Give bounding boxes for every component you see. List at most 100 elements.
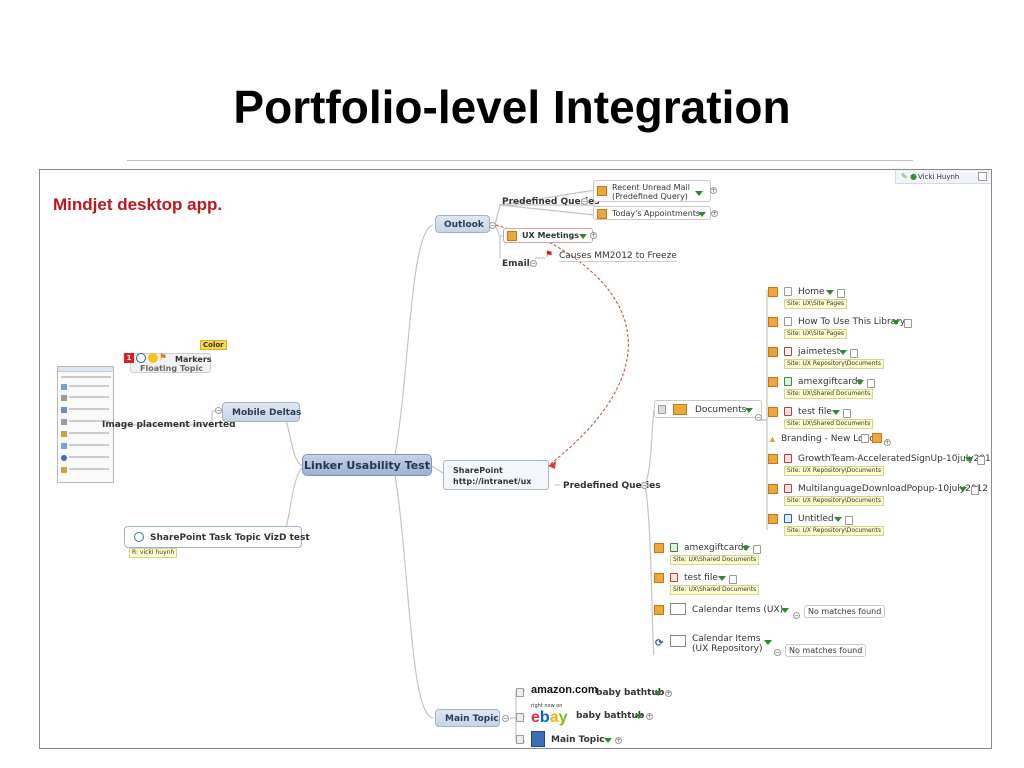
query-item-amex[interactable]: amexgiftcards Site: UX\Shared Documents — [654, 541, 784, 569]
dropdown-icon[interactable] — [604, 738, 612, 743]
ux-meetings-topic[interactable]: UX Meetings — [503, 228, 593, 243]
documents-topic[interactable]: Documents — [654, 400, 762, 418]
dropdown-icon[interactable] — [781, 608, 789, 613]
expand-button[interactable]: + — [615, 737, 622, 744]
dropdown-icon[interactable] — [698, 212, 706, 217]
outlook-predefined-queries[interactable]: Predefined Queries — [502, 197, 600, 207]
dropdown-icon[interactable] — [965, 457, 973, 462]
dropdown-icon[interactable] — [579, 234, 587, 239]
dropdown-icon[interactable] — [856, 380, 864, 385]
collapse-button[interactable]: − — [793, 612, 800, 619]
document-item[interactable]: ▲ Branding - New Logo + — [768, 432, 898, 448]
calendar-items-ux[interactable]: Calendar Items (UX) − No matches found — [654, 600, 886, 622]
main-topic-child[interactable]: Main Topic + — [516, 731, 636, 748]
query-item-testfile[interactable]: test file Site: UX\Shared Documents — [654, 571, 784, 599]
color-label: Color — [200, 340, 227, 350]
calendar-repo-line1: Calendar Items — [692, 634, 761, 644]
file-icon — [768, 454, 778, 464]
document-item[interactable]: Home Site: UX\Site Pages — [768, 285, 868, 313]
expand-button[interactable]: + — [646, 713, 653, 720]
line-predefined-today — [499, 204, 596, 216]
causes-freeze-topic[interactable]: Causes MM2012 to Freeze — [559, 251, 677, 262]
recent-unread-line2: (Predefined Query) — [612, 192, 688, 201]
progress-icon — [136, 353, 146, 363]
testfile-tag: Site: UX\Shared Documents — [670, 585, 760, 595]
todays-appointments-topic[interactable]: Today's Appointments — [593, 206, 711, 220]
calendar-items-repository[interactable]: ⟳ Calendar Items (UX Repository) − No ma… — [654, 632, 884, 658]
file-icon — [768, 407, 778, 417]
dropdown-icon[interactable] — [654, 691, 662, 696]
file-icon — [654, 543, 664, 553]
document-item[interactable]: How To Use This Library Site: UX\Site Pa… — [768, 315, 928, 343]
document-item[interactable]: MultilanguageDownloadPopup-10july2012 Si… — [768, 482, 988, 510]
dropdown-icon[interactable] — [742, 546, 750, 551]
ebay-logo: ebay — [531, 709, 568, 726]
floating-topic-label: Floating Topic — [140, 364, 203, 373]
attachment-icon — [729, 575, 737, 584]
collapse-button[interactable]: − — [774, 649, 781, 656]
dropdown-icon[interactable] — [834, 517, 842, 522]
document-item[interactable]: Untitled Site: UX Repository\Documents — [768, 512, 918, 540]
sp-predefined-collapse-button[interactable]: − — [641, 482, 648, 489]
document-item[interactable]: amexgiftcards Site: UX\Shared Documents — [768, 375, 888, 403]
dropdown-icon[interactable] — [959, 487, 967, 492]
document-item[interactable]: test file Site: UX\Shared Documents — [768, 405, 888, 433]
sharepoint-line1: SharePoint — [453, 466, 503, 475]
expand-button[interactable]: + — [711, 210, 718, 217]
document-tag: Site: UX\Site Pages — [784, 329, 848, 339]
task-pane-header — [58, 367, 113, 372]
dropdown-icon[interactable] — [764, 640, 772, 645]
mobile-collapse-button[interactable]: − — [215, 407, 222, 414]
document-label: amexgiftcards — [798, 377, 863, 387]
recent-unread-mail-topic[interactable]: Recent Unread Mail (Predefined Query) — [593, 180, 711, 202]
expand-button[interactable]: + — [710, 187, 717, 194]
collapse-icon[interactable] — [978, 172, 987, 181]
meeting-icon — [507, 231, 517, 241]
dropdown-icon[interactable] — [635, 714, 643, 719]
line-pq-documents — [644, 409, 655, 486]
attachment-icon — [977, 456, 985, 465]
mobile-deltas-topic[interactable]: Mobile Deltas — [222, 402, 301, 422]
sharepoint-topic[interactable]: SharePoint http://intranet/ux — [443, 460, 549, 490]
dropdown-icon[interactable] — [839, 350, 847, 355]
expand-button[interactable]: + — [884, 439, 891, 446]
sync-icon: ⟳ — [655, 638, 664, 649]
expand-button[interactable]: + — [590, 232, 597, 239]
mindmap-canvas[interactable]: Mindjet desktop app. — [39, 169, 992, 749]
document-item[interactable]: jaimetest Site: UX Repository\Documents — [768, 345, 888, 373]
dropdown-icon[interactable] — [892, 320, 900, 325]
main-topic[interactable]: Main Topic — [435, 709, 500, 727]
emails-collapse-button[interactable]: − — [530, 260, 537, 267]
markers-label: Markers — [175, 355, 212, 364]
image-placement-topic[interactable]: Image placement inverted — [102, 420, 236, 430]
main-topic-collapse-button[interactable]: − — [502, 715, 509, 722]
documents-collapse-button[interactable]: − — [755, 414, 762, 421]
ebay-topic[interactable]: right now on ebay baby bathtub + — [516, 703, 676, 729]
expand-button[interactable]: + — [665, 690, 672, 697]
caption: Mindjet desktop app. — [53, 195, 223, 214]
cube-icon — [531, 731, 545, 747]
file-icon — [516, 713, 524, 722]
emails-topic[interactable]: Emails — [502, 259, 536, 269]
outlook-topic[interactable]: Outlook — [435, 215, 490, 233]
dropdown-icon[interactable] — [745, 408, 753, 413]
document-item[interactable]: GrowthTeam-AcceleratedSignUp-10july2012 … — [768, 452, 991, 480]
dropdown-icon[interactable] — [826, 290, 834, 295]
central-topic[interactable]: Linker Usability Test — [302, 454, 432, 476]
dropdown-icon[interactable] — [718, 576, 726, 581]
task-pane-image — [57, 366, 114, 483]
predefined-collapse-button[interactable]: − — [581, 198, 588, 205]
sharepoint-task-topic[interactable]: SharePoint Task Topic VizD test — [124, 526, 310, 548]
document-label: jaimetest — [798, 347, 841, 357]
dropdown-icon[interactable] — [832, 410, 840, 415]
amex-tag: Site: UX\Shared Documents — [670, 555, 760, 565]
pdf-icon — [784, 347, 792, 356]
dropdown-icon[interactable] — [695, 191, 703, 196]
pdf-icon — [670, 573, 678, 582]
sp-predefined-queries[interactable]: Predefined Queries — [563, 481, 661, 491]
slide-title: Portfolio-level Integration — [233, 81, 791, 133]
amazon-topic[interactable]: amazon.com baby bathtub + — [516, 684, 676, 702]
outlook-collapse-button[interactable]: − — [489, 222, 496, 229]
user-header[interactable]: ✎ ● Vicki Huynh — [895, 170, 991, 184]
